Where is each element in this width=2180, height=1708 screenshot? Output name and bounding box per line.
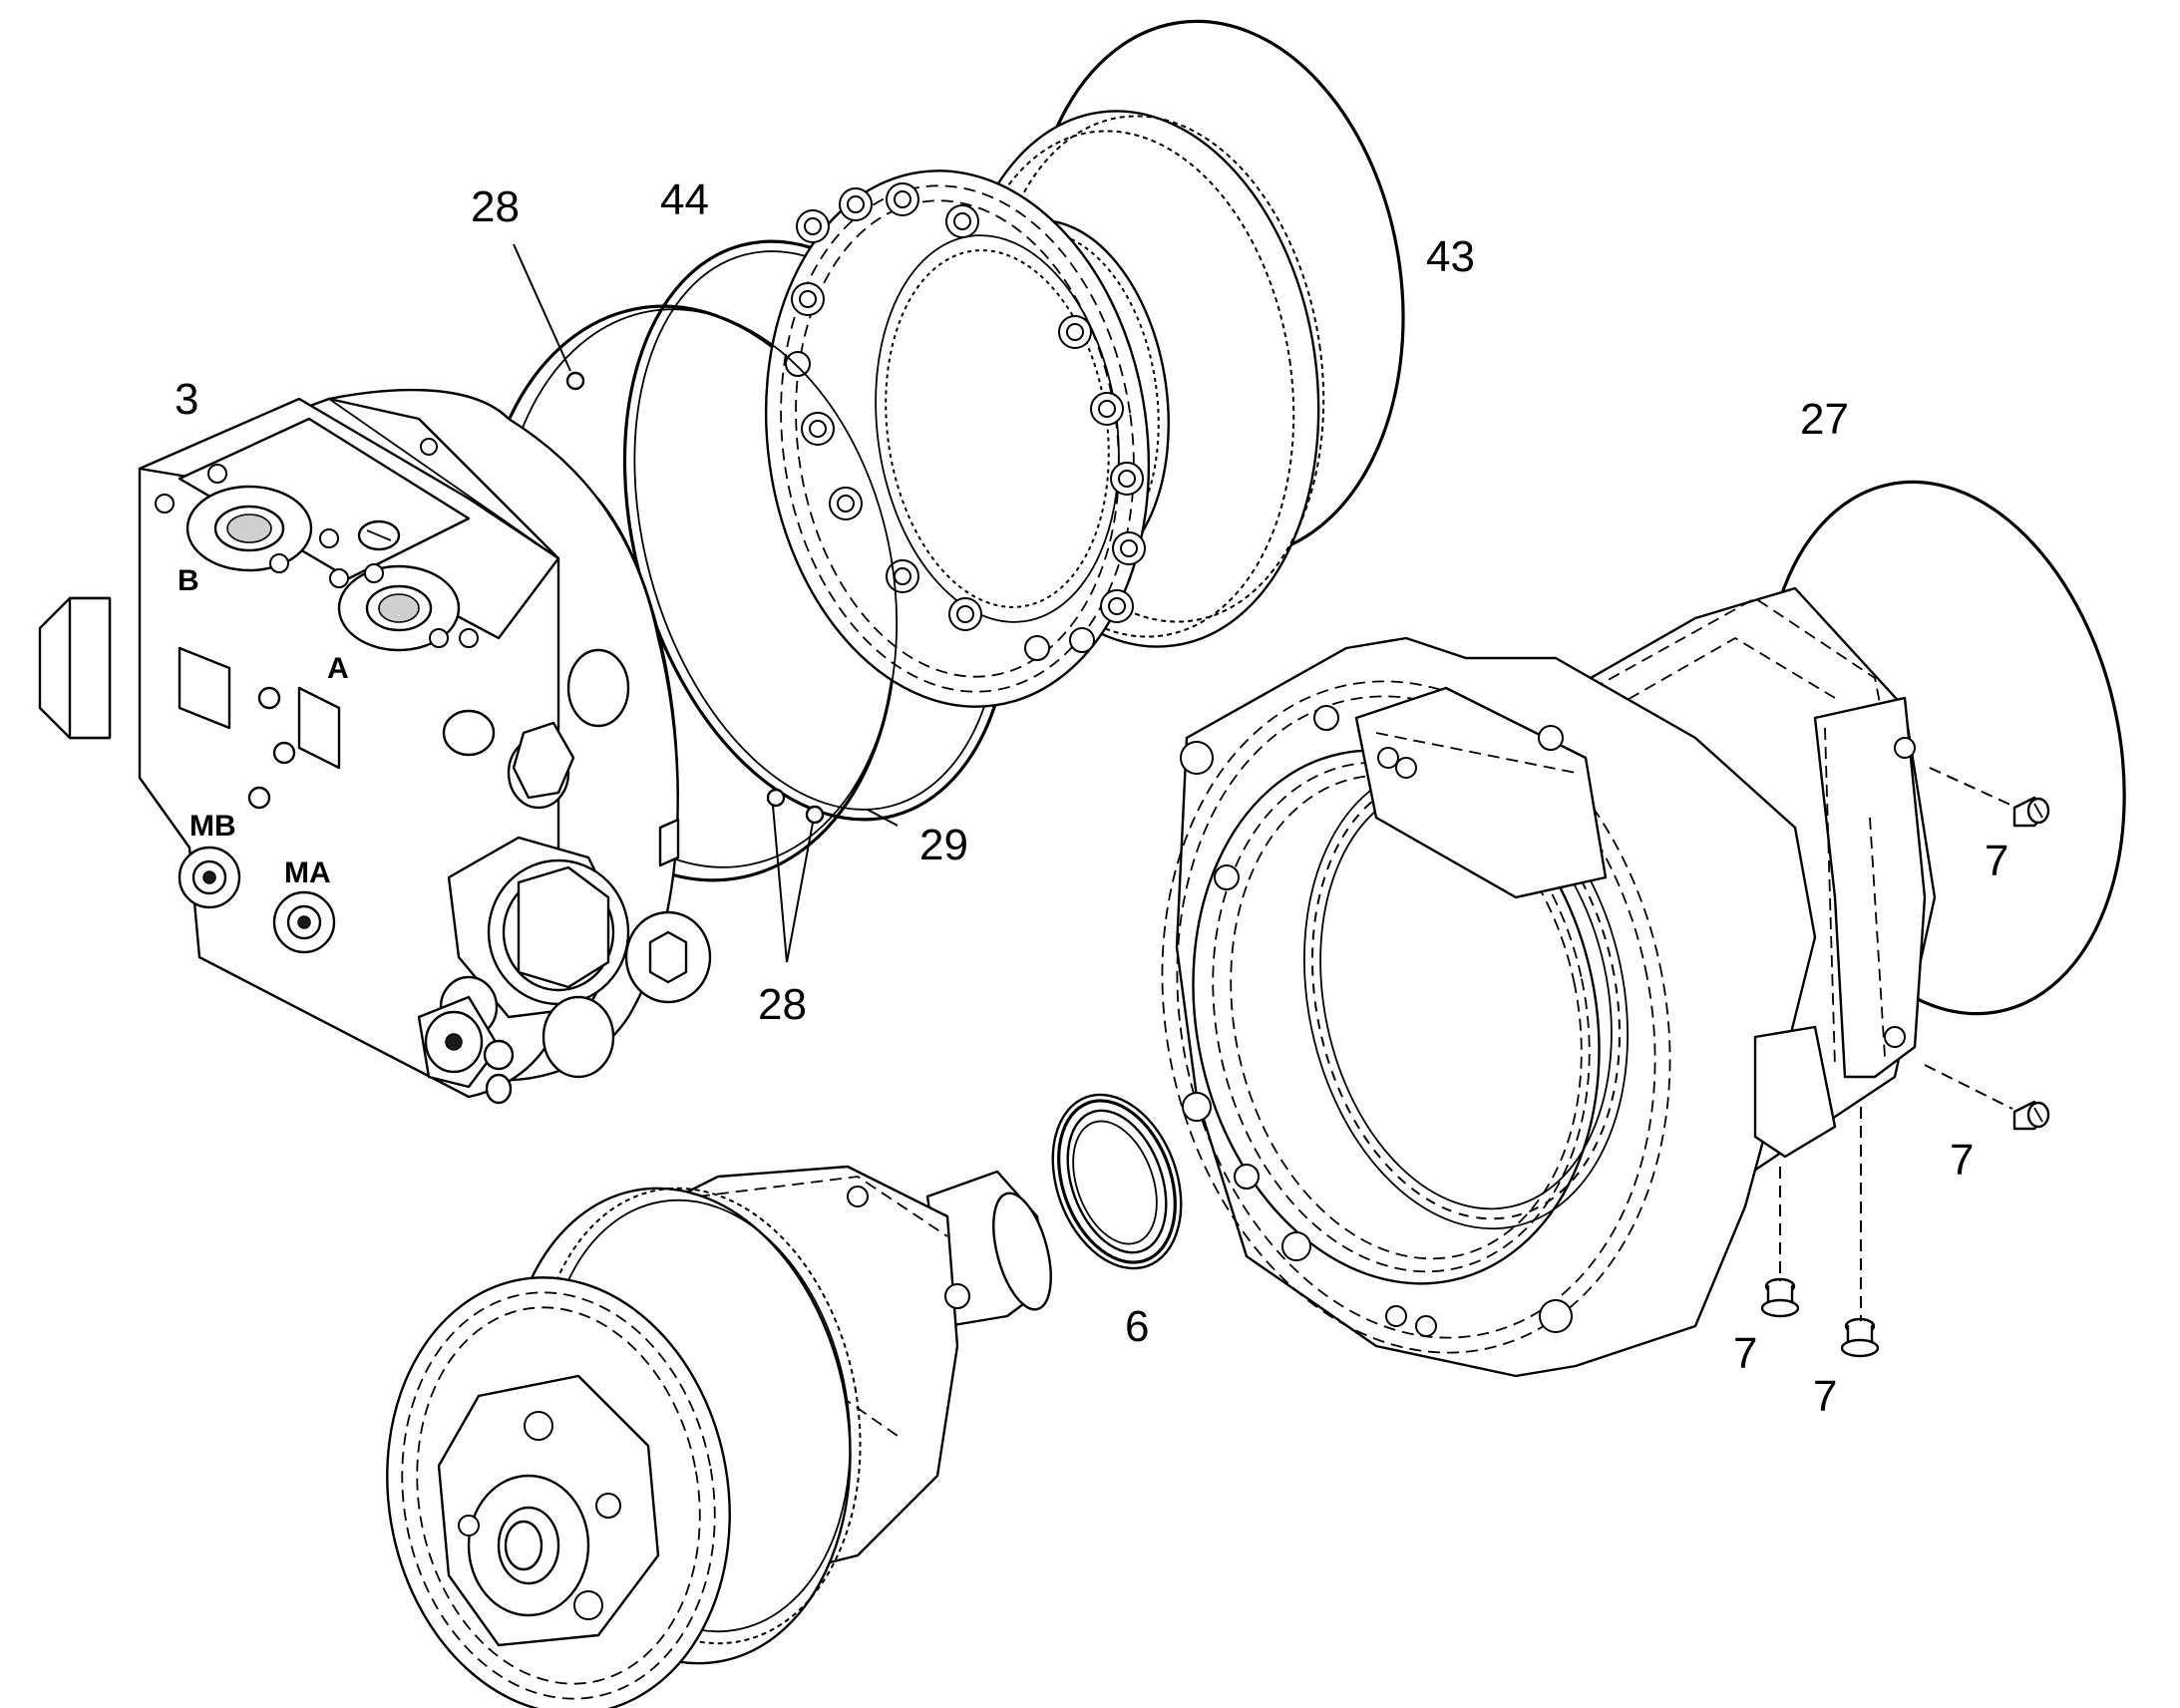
callout-7-bottom-left: 7 (1733, 1329, 1757, 1378)
callout-3: 3 (175, 375, 198, 424)
plug-7-right-top (2012, 796, 2050, 828)
port-mark-ma: MA (284, 856, 331, 889)
callout-7-right-top: 7 (1985, 837, 2008, 885)
port-mark-a: A (327, 652, 349, 685)
planetary-carrier (386, 1165, 1052, 1708)
port-mark-mb: MB (189, 810, 236, 843)
port-mark-b: B (178, 564, 199, 597)
plug-7-bottom-left (1760, 1277, 1800, 1318)
leader-lines (513, 243, 2013, 1321)
shaft-seal-6 (1051, 1093, 1183, 1270)
callout-29: 29 (919, 821, 968, 869)
plug-7-bottom-right (1840, 1317, 1880, 1358)
callout-6: 6 (1125, 1302, 1149, 1351)
callout-44: 44 (660, 175, 709, 224)
callout-28-bottom: 28 (758, 980, 807, 1029)
plug-7-right-bottom (2012, 1100, 2050, 1131)
callout-7-bottom-right: 7 (1813, 1372, 1837, 1421)
callout-7-right-bottom: 7 (1950, 1136, 1974, 1185)
brake-disc-pack-43 (764, 19, 1405, 708)
callout-43: 43 (1426, 232, 1475, 281)
callout-labels: 3 28 44 43 27 29 28 6 7 7 7 7 (175, 175, 2008, 1421)
callout-27: 27 (1800, 395, 1849, 444)
callout-28-top: 28 (471, 182, 520, 231)
hydraulic-motor-3: B A MB MA (38, 388, 712, 1105)
gear-housing (1161, 586, 1937, 1378)
